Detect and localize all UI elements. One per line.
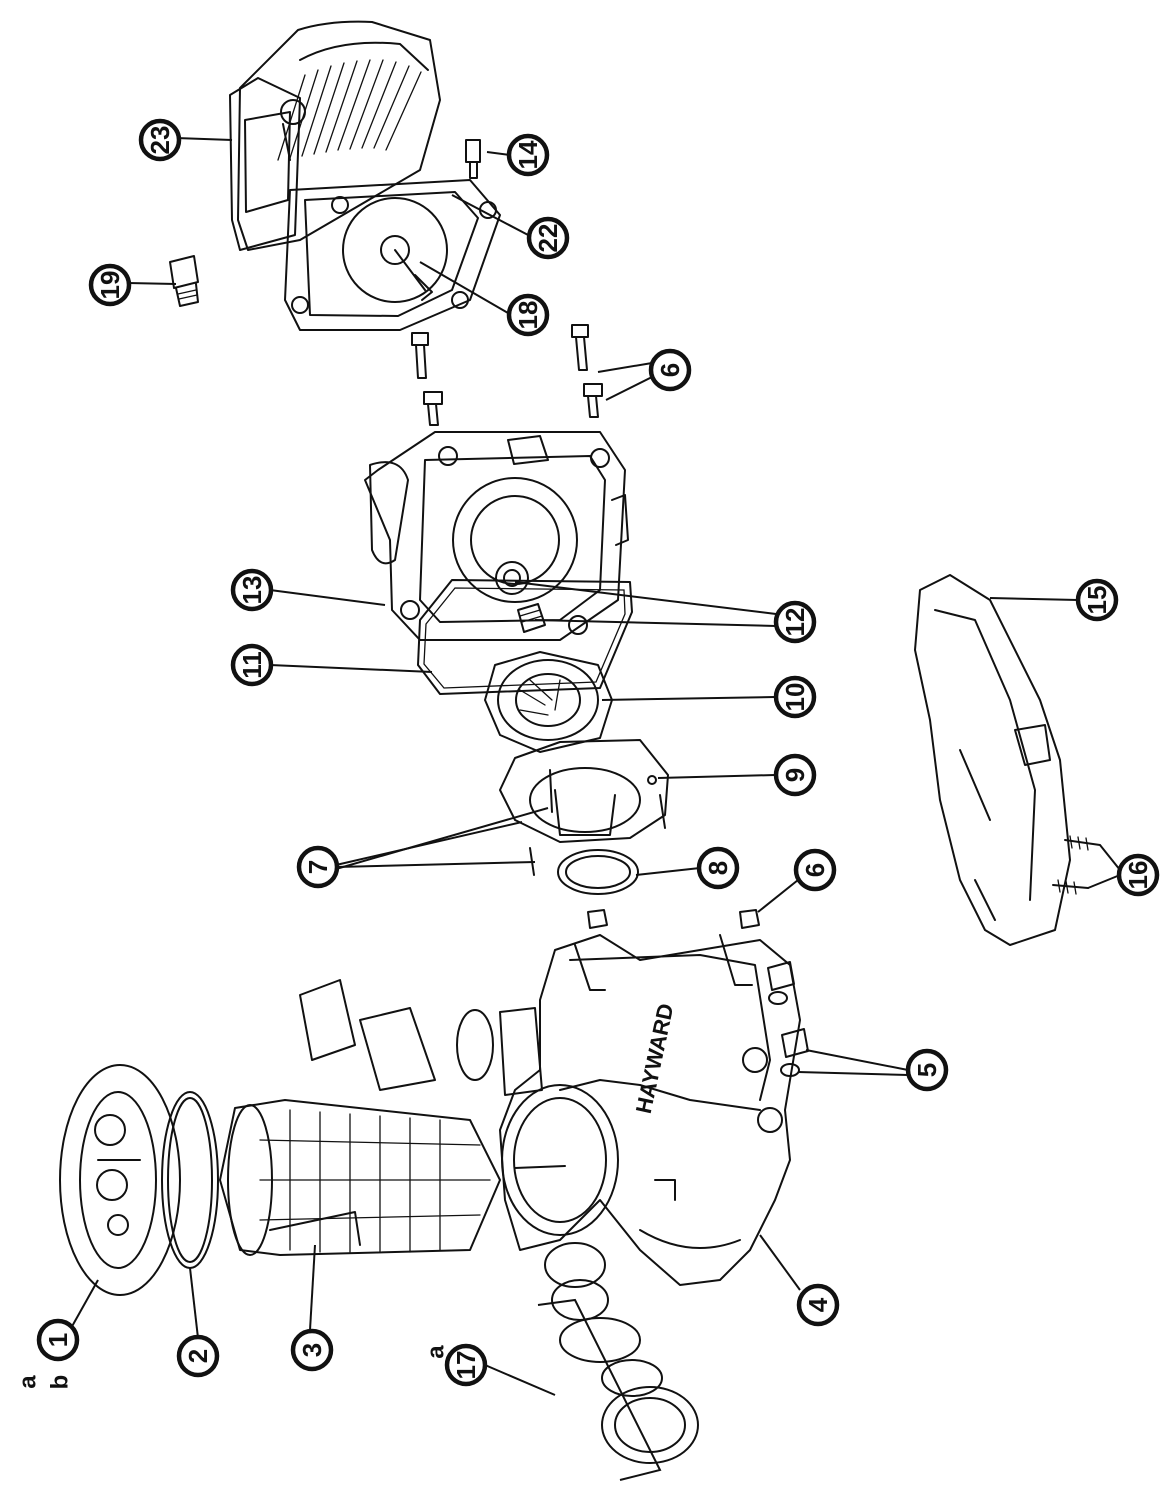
bolt-14 (465, 139, 481, 179)
svg-text:7: 7 (303, 860, 333, 874)
callout-11: 11 (230, 643, 274, 687)
cable-gland-19 (169, 255, 199, 307)
callout-7: 7 (296, 845, 340, 889)
motor-bolts (411, 324, 589, 379)
callout-17: 17 (444, 1343, 488, 1387)
callout-6-bottom: 6 (793, 848, 837, 892)
discharge-union (544, 1242, 699, 1464)
callout-5: 5 (905, 1048, 949, 1092)
svg-text:11: 11 (237, 651, 267, 679)
callout-1-sub-b: b (47, 1375, 74, 1390)
svg-text:12: 12 (780, 608, 810, 637)
callout-19: 19 (88, 263, 132, 307)
svg-text:16: 16 (1123, 861, 1153, 890)
mechanical-seal (517, 603, 546, 633)
svg-text:23: 23 (145, 126, 175, 155)
svg-text:13: 13 (237, 576, 267, 605)
svg-text:22: 22 (533, 224, 563, 253)
diffuser-gasket (417, 579, 633, 695)
motor (237, 20, 501, 331)
pump-base (914, 574, 1071, 946)
suction-union (299, 979, 543, 1096)
callout-3: 3 (290, 1328, 334, 1372)
svg-text:10: 10 (780, 683, 810, 712)
pump-housing (499, 934, 801, 1286)
callout-18: 18 (506, 293, 550, 337)
strainer-basket (219, 1099, 501, 1256)
svg-text:17: 17 (451, 1351, 481, 1380)
callout-13: 13 (230, 568, 274, 612)
cable-gland-motor (280, 99, 306, 161)
svg-text:4: 4 (803, 1297, 833, 1312)
svg-text:19: 19 (95, 271, 125, 300)
drain-plugs (767, 961, 809, 1077)
svg-text:9: 9 (780, 768, 810, 782)
impeller (484, 651, 613, 753)
callout-10: 10 (773, 675, 817, 719)
seal-plate (364, 431, 629, 641)
leader-lines (69, 137, 1121, 1481)
svg-text:15: 15 (1082, 586, 1112, 615)
callout-2: 2 (176, 1334, 220, 1378)
callout-15: 15 (1075, 578, 1119, 622)
callout-8: 8 (696, 846, 740, 890)
motor-fins (277, 59, 422, 161)
callout-22: 22 (526, 216, 570, 260)
callout-6-top: 6 (648, 348, 692, 392)
strainer-lid (59, 1064, 181, 1296)
brand-logo-text: HAYWARD (631, 1001, 679, 1115)
diffuser-o-ring (557, 849, 639, 895)
hex-nuts (587, 909, 760, 929)
svg-text:5: 5 (912, 1063, 942, 1077)
svg-text:2: 2 (183, 1349, 213, 1363)
svg-text:6: 6 (655, 363, 685, 377)
callout-1-sub-a: a (15, 1375, 42, 1389)
callout-12: 12 (773, 600, 817, 644)
svg-text:14: 14 (513, 140, 543, 169)
callout-14: 14 (506, 133, 550, 177)
callout-9: 9 (773, 753, 817, 797)
terminal-box (229, 77, 301, 251)
callout-17-sub-a: a (423, 1345, 450, 1359)
base-screws (1052, 835, 1101, 895)
svg-text:18: 18 (513, 301, 543, 330)
svg-text:8: 8 (703, 861, 733, 875)
svg-text:1: 1 (43, 1333, 73, 1347)
callout-16: 16 (1116, 853, 1160, 897)
callout-23: 23 (138, 118, 182, 162)
callout-4: 4 (796, 1283, 840, 1327)
spacer-washers (423, 383, 603, 426)
callout-1: 1 (36, 1318, 80, 1362)
svg-text:3: 3 (297, 1343, 327, 1357)
diffuser (499, 739, 669, 876)
svg-text:6: 6 (800, 863, 830, 877)
